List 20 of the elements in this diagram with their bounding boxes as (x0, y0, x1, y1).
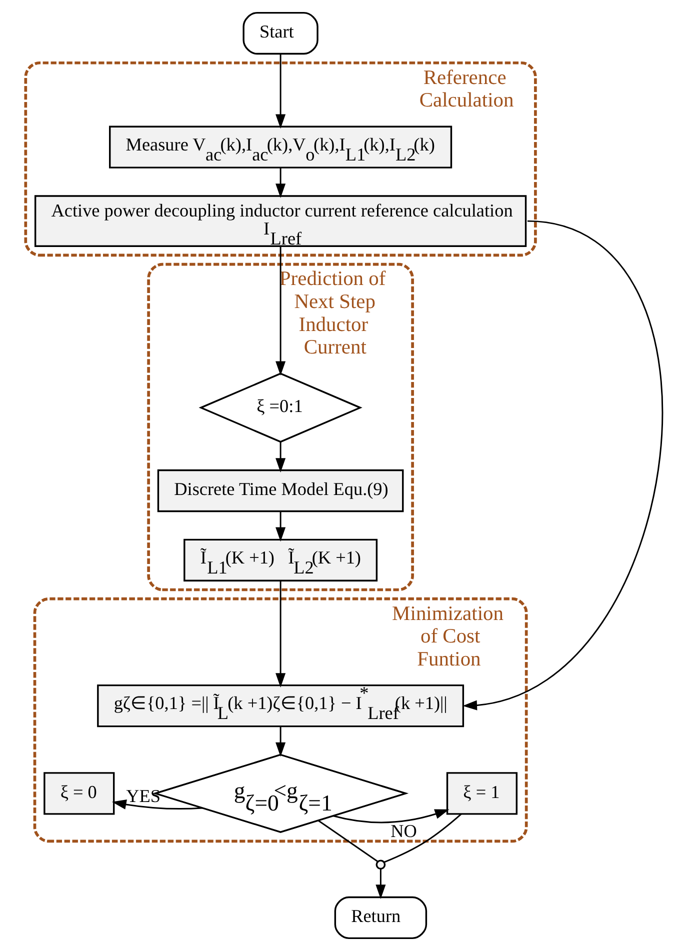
node-box: ξ = 0 (43, 772, 114, 815)
node-box: Start (242, 12, 318, 55)
arrow (275, 168, 286, 198)
node-box: ξ = 1 (446, 772, 518, 815)
arrow (275, 246, 286, 376)
arrow (275, 442, 286, 472)
node-box: Discrete Time Model Equ.(9) (156, 469, 404, 512)
arrow (111, 799, 202, 810)
node-box: Return (334, 896, 427, 940)
arrow (462, 220, 662, 710)
arrow (375, 868, 386, 900)
arrow (332, 809, 449, 824)
connector (317, 820, 378, 862)
arrow (275, 54, 286, 129)
arrow (275, 726, 286, 757)
arrow (275, 511, 286, 542)
connector (383, 813, 462, 863)
node-diamond: ξ =0:1 (198, 372, 362, 443)
arrow (275, 580, 286, 688)
node-circle (375, 860, 386, 870)
